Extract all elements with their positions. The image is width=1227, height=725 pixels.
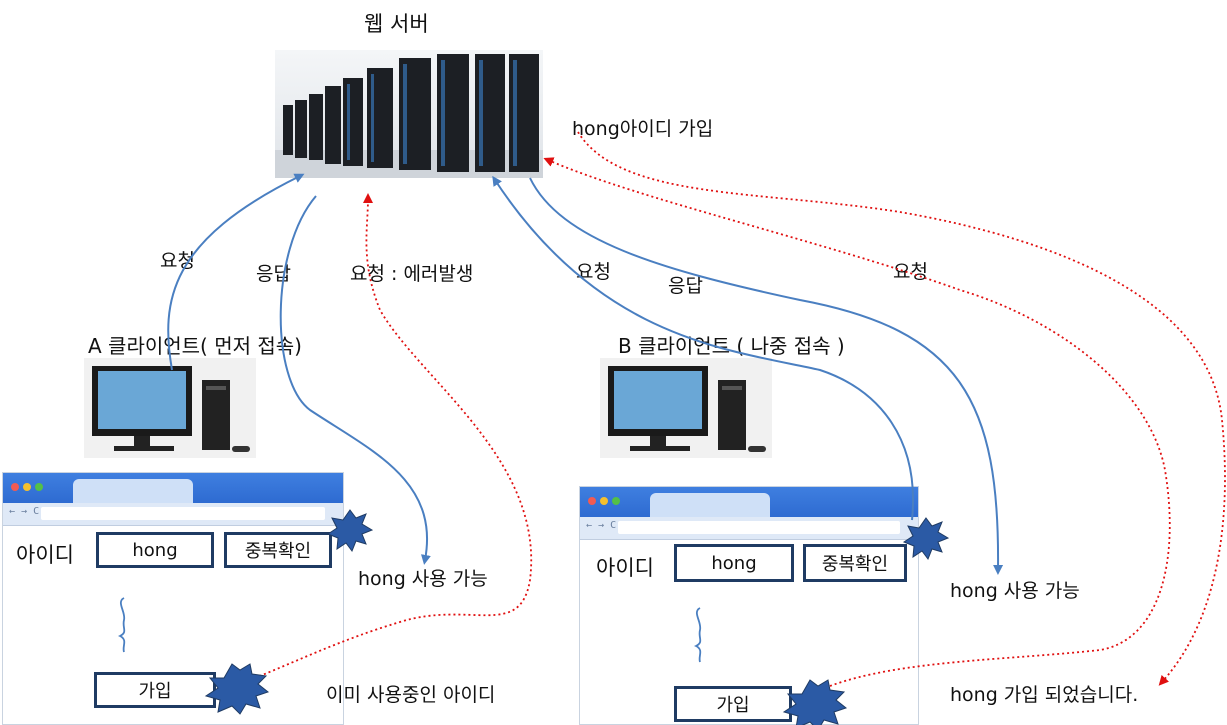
maximize-dot-icon[interactable] <box>612 497 620 505</box>
url-input[interactable] <box>41 507 325 520</box>
client-b-computer-image <box>600 358 772 458</box>
browser-tab-bar <box>580 487 918 517</box>
b-request2-label: 요청 <box>893 261 928 283</box>
client-a-brace <box>117 597 126 653</box>
minimize-dot-icon[interactable] <box>600 497 608 505</box>
browser-tab-bar <box>3 473 343 503</box>
client-a-check-duplicate-button[interactable]: 중복확인 <box>224 532 332 568</box>
close-dot-icon[interactable] <box>588 497 596 505</box>
browser-address-bar: ← → C <box>580 517 918 540</box>
browser-tab[interactable] <box>650 493 770 517</box>
hong-signup-label: hong아이디 가입 <box>572 118 714 140</box>
b-request-label: 요청 <box>576 261 611 283</box>
client-a-id-input[interactable]: hong <box>96 532 214 568</box>
client-b-signup-button[interactable]: 가입 <box>674 686 792 722</box>
a-response-label: 응답 <box>256 263 291 285</box>
nav-arrows-icon[interactable]: ← → C <box>9 506 40 517</box>
client-b-id-input[interactable]: hong <box>674 544 794 582</box>
b-request-arrow <box>492 175 914 521</box>
nav-arrows-icon[interactable]: ← → C <box>586 520 617 531</box>
client-b-title: B 클라이언트 ( 나중 접속 ) <box>618 334 845 358</box>
a-error-request-arrow <box>249 193 533 681</box>
b-response-label: 응답 <box>668 275 703 297</box>
client-a-result-error: 이미 사용중인 아이디 <box>326 684 496 706</box>
a-request-error-label: 요청 : 에러발생 <box>350 263 474 285</box>
client-a-computer-image <box>84 358 256 458</box>
client-b-id-label: 아이디 <box>596 556 654 580</box>
url-input[interactable] <box>618 521 900 534</box>
b-signup-burst-icon <box>782 679 848 725</box>
red-arrows <box>249 131 1226 687</box>
b-response-arrow <box>529 177 1004 575</box>
blue-arrows <box>117 173 1004 663</box>
client-a-title: A 클라이언트( 먼저 접속) <box>88 334 302 358</box>
signup-response-arrow <box>577 131 1226 686</box>
burst-icons <box>204 509 950 725</box>
client-b-result-done: hong 가입 되었습니다. <box>950 684 1139 706</box>
browser-tab[interactable] <box>73 479 193 503</box>
a-response-arrow <box>279 195 431 565</box>
minimize-dot-icon[interactable] <box>23 483 31 491</box>
client-a-result-available: hong 사용 가능 <box>358 568 488 590</box>
client-a-id-label: 아이디 <box>16 543 74 567</box>
server-rack-image <box>275 50 543 178</box>
client-b-result-available: hong 사용 가능 <box>950 580 1080 602</box>
close-dot-icon[interactable] <box>11 483 19 491</box>
b-check-burst-icon <box>902 517 950 561</box>
client-b-check-duplicate-button[interactable]: 중복확인 <box>803 544 907 582</box>
client-b-brace <box>693 607 702 663</box>
a-request-arrow <box>167 173 305 371</box>
a-check-burst-icon <box>326 509 374 553</box>
browser-address-bar: ← → C <box>3 503 343 526</box>
server-title: 웹 서버 <box>364 12 429 36</box>
b-signup-request-arrow <box>543 157 1171 687</box>
maximize-dot-icon[interactable] <box>35 483 43 491</box>
a-signup-burst-icon <box>204 663 270 715</box>
